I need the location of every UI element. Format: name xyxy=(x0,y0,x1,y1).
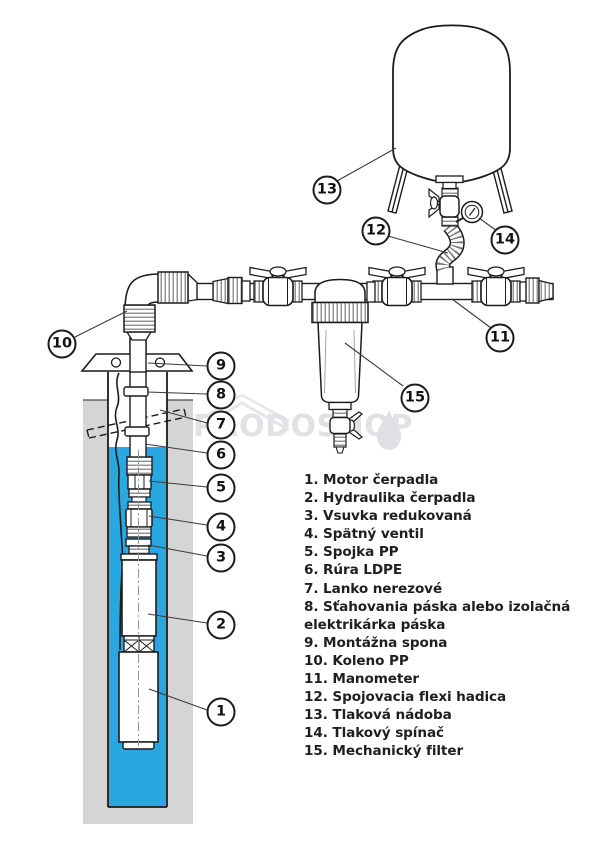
waterdrop-icon xyxy=(377,410,401,450)
legend-item-6: 6. Rúra LDPE xyxy=(304,562,403,579)
callout-1: 1 xyxy=(206,697,236,727)
callout-14: 14 xyxy=(490,225,520,255)
callout-1-label: 1 xyxy=(215,703,227,720)
legend-item-9: 9. Montážna spona xyxy=(304,634,448,651)
callout-7-label: 7 xyxy=(215,416,227,433)
legend-item-5: 5. Spojka PP xyxy=(304,544,399,561)
ball-valve-2 xyxy=(368,266,426,307)
ball-valve-3 xyxy=(467,266,525,307)
callout-8-label: 8 xyxy=(215,386,227,403)
legend-item-3: 3. Vsuvka redukovaná xyxy=(304,508,472,525)
filter-outlet-ring xyxy=(366,281,376,303)
callout-6-label: 6 xyxy=(215,446,227,463)
legend-item-7: 7. Lanko nerezové xyxy=(304,580,443,597)
pressure-tank xyxy=(392,24,511,190)
legend-item-14: 14. Tlakový spínač xyxy=(304,725,444,742)
pp-coupling xyxy=(126,456,153,503)
callout-2: 2 xyxy=(206,610,236,640)
legend: 1. Motor čerpadla 2. Hydraulika čerpadla… xyxy=(304,471,600,761)
callout-2-label: 2 xyxy=(215,616,227,633)
pp-elbow xyxy=(123,271,199,341)
callout-15-label: 15 xyxy=(404,389,426,406)
callout-14-label: 14 xyxy=(494,231,516,248)
leader-lines xyxy=(74,147,498,711)
callout-15: 15 xyxy=(400,383,430,413)
callout-11: 11 xyxy=(485,323,515,353)
callout-13: 13 xyxy=(312,175,342,205)
callout-5-label: 5 xyxy=(215,479,227,496)
band-clamps xyxy=(123,386,150,437)
callout-10-label: 10 xyxy=(51,335,73,352)
callout-3-label: 3 xyxy=(215,549,227,566)
pipe-union-right xyxy=(519,277,554,304)
callout-8: 8 xyxy=(206,380,236,410)
callout-4-label: 4 xyxy=(215,518,227,535)
legend-item-1: 1. Motor čerpadla xyxy=(304,472,439,488)
legend-item-4: 4. Spätný ventil xyxy=(304,526,424,543)
callout-5: 5 xyxy=(206,473,236,503)
callout-12-label: 12 xyxy=(365,222,387,239)
callout-9: 9 xyxy=(206,351,236,381)
pipe-union-left xyxy=(212,276,251,305)
callout-12: 12 xyxy=(361,216,391,246)
callout-13-label: 13 xyxy=(316,181,338,198)
tank-valve xyxy=(428,187,460,227)
callout-7: 7 xyxy=(206,410,236,440)
legend-item-10: 10. Koleno PP xyxy=(304,652,409,669)
legend-item-2: 2. Hydraulika čerpadla xyxy=(304,490,476,507)
filter-drain-valve xyxy=(329,411,363,454)
legend-item-11: 11. Manometer xyxy=(304,671,420,688)
mechanical-filter xyxy=(311,278,369,419)
legend-item-12: 12. Spojovacia flexi hadica xyxy=(304,689,507,706)
flexi-hose xyxy=(443,226,457,269)
callout-4: 4 xyxy=(206,512,236,542)
legend-item-8: 8. Sťahovania páska alebo izolačná elekt… xyxy=(304,598,571,633)
callout-9-label: 9 xyxy=(215,357,227,374)
legend-item-15: 15. Mechanický filter xyxy=(304,743,464,760)
pressure-gauge xyxy=(455,200,484,224)
callout-10: 10 xyxy=(47,329,77,359)
legend-item-13: 13. Tlaková nádoba xyxy=(304,707,452,724)
callout-3: 3 xyxy=(206,543,236,573)
callout-6: 6 xyxy=(206,440,236,470)
mounting-clamp-plate xyxy=(80,337,194,373)
callout-11-label: 11 xyxy=(489,329,511,346)
ball-valve-1 xyxy=(249,266,307,307)
